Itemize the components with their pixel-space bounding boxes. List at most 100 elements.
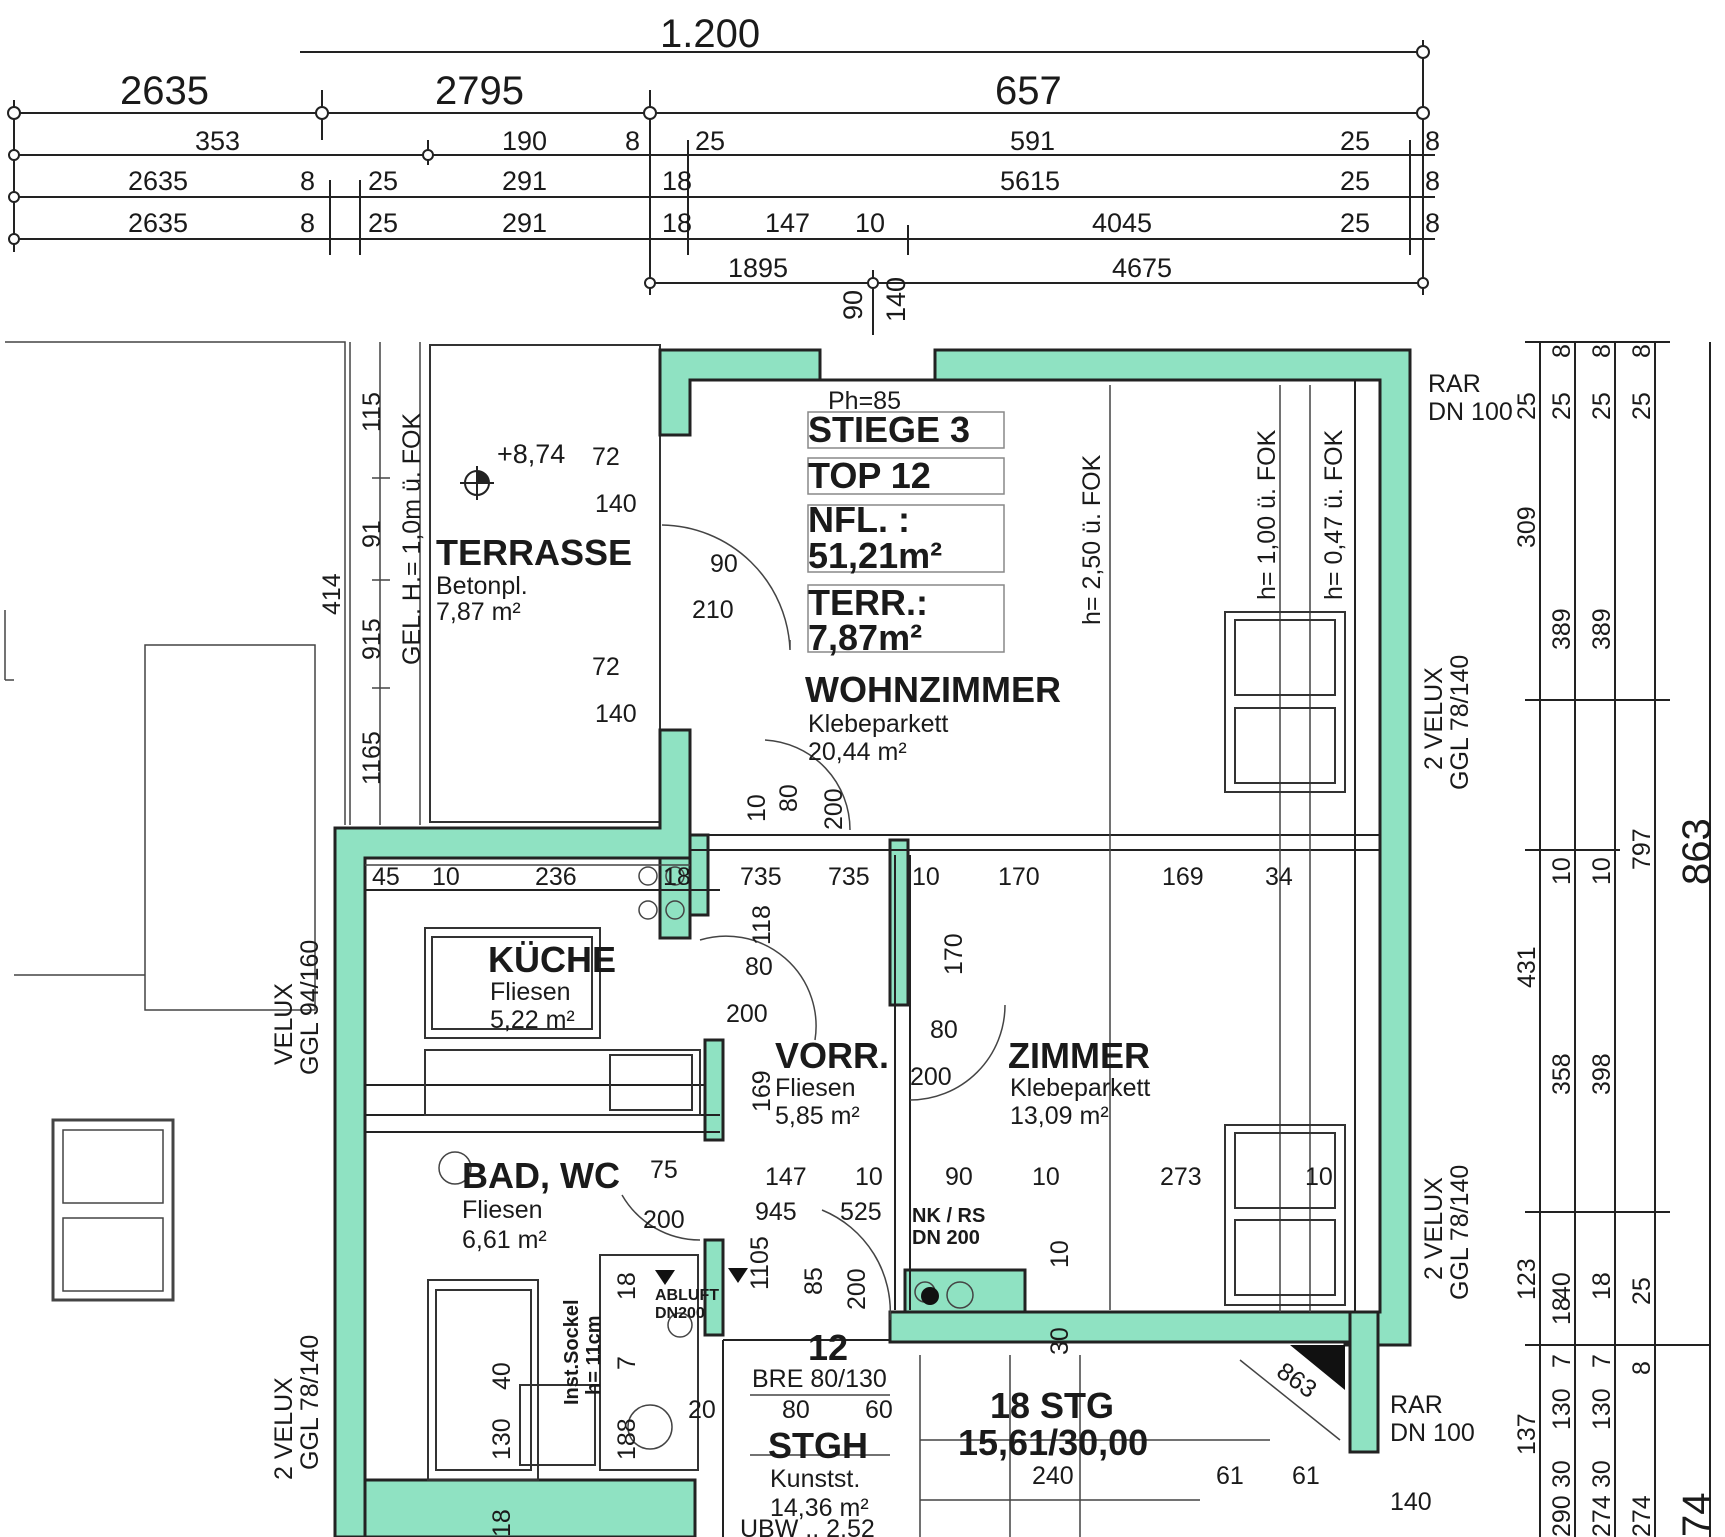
dim-low-10: 10 [855,1163,883,1191]
level-marker-icon [460,466,494,500]
dim-row3-f: 5615 [1000,166,1060,196]
bottom-partial: UBW .. 2,52 [740,1515,875,1537]
dim-terr-win1-h: 140 [595,490,637,518]
dim-row4-h: 4045 [1092,208,1152,238]
rdim-c4-274: 274 [1628,1495,1656,1537]
dim-bath-18: 18 [613,1272,641,1300]
dim-row4-g: 10 [855,208,885,238]
dim-vorr-169: 169 [748,1070,776,1112]
dim-low-90: 90 [945,1163,973,1191]
right-dimension-labels: 25 309 431 123 137 8 25 389 10 358 40 18… [1513,344,1719,1537]
dim-bath-20: 20 [688,1396,716,1424]
terr-label: TERR.: [808,582,928,623]
dim-mid-18: 18 [663,863,691,891]
rdim-c1-123: 123 [1513,1258,1541,1300]
dim-row2-c: 8 [625,126,640,156]
dim-row2-b: 190 [502,126,547,156]
velux-left-2: 2 VELUX [270,1377,298,1480]
rar-1-label: RAR [1428,370,1481,398]
dim-row3-d: 291 [502,166,547,196]
terr-value: 7,87m² [808,617,922,658]
rdim-total-863: 863 [1675,818,1719,885]
dim-stair-60: 60 [865,1396,893,1424]
rdim-c3-7: 7 [1588,1354,1616,1368]
velux-left-1: VELUX [270,983,298,1065]
dim-row1-a: 2635 [120,69,209,113]
room-floor-vorraum: Fliesen [775,1074,856,1102]
rdim-c3-274: 274 [1588,1495,1616,1537]
dim-row3-h: 8 [1425,166,1440,196]
nkrs-label: NK / RS [912,1205,985,1227]
rdim-c2-130: 130 [1548,1388,1576,1430]
dim-mid-10: 10 [432,863,460,891]
room-name-vorraum: VORR. [775,1035,889,1076]
dim-wz-10: 10 [743,794,771,822]
dim-stair-80: 80 [782,1396,810,1424]
nfl-label: NFL. : [808,499,910,540]
dim-right-140: 140 [1390,1488,1432,1516]
rdim-c3-398: 398 [1588,1053,1616,1095]
dim-mid-735a: 735 [740,863,782,891]
room-floor-terrasse: Betonpl. [436,572,528,600]
velux-left-2-type: GGL 78/140 [296,1335,324,1470]
dim-stair-1105: 1105 [746,1236,774,1290]
rdim-c4-8b: 8 [1628,1361,1656,1375]
dim-mid-170: 170 [998,863,1040,891]
dim-stair-30: 30 [1046,1327,1074,1355]
rdim-c2-389: 389 [1548,608,1576,650]
dim-bad-945: 945 [755,1198,797,1226]
dim-row4-e: 18 [662,208,692,238]
dim-bath-130: 130 [488,1418,516,1460]
rdim-c3-130: 130 [1588,1388,1616,1430]
dim-low-273: 273 [1160,1163,1202,1191]
room-name-kueche: KÜCHE [488,939,616,980]
terrace-level: +8,74 [497,439,565,469]
rdim-c2-25: 25 [1548,392,1576,420]
room-labels: TERRASSE Betonpl. 7,87 m² WOHNZIMMER Kle… [436,532,1150,1522]
nkrs-dn: DN 200 [912,1227,980,1249]
dim-mid-169: 169 [1162,863,1204,891]
dim-wz-200: 200 [820,788,848,830]
dim-terr-win1-w: 72 [592,443,620,471]
room-floor-stgh: Kunstst. [770,1465,860,1493]
rdim-c3-30: 30 [1588,1460,1616,1488]
room-floor-wohnzimmer: Klebeparkett [808,710,948,738]
dim-bad-200: 200 [643,1206,685,1234]
dim-row2-g: 8 [1425,126,1440,156]
rdim-c2-8: 8 [1548,344,1576,358]
dim-row4-i: 25 [1340,208,1370,238]
dim-row3-c: 25 [368,166,398,196]
rdim-c1-137: 137 [1513,1413,1541,1455]
height-100-note: h= 1,00 ü. FOK [1253,429,1281,600]
dim-low-75: 75 [650,1156,678,1184]
rdim-c1-309: 309 [1513,506,1541,548]
top-label: TOP 12 [808,455,931,496]
rdim-c1-25: 25 [1513,392,1541,420]
abluft-label: ABLUFT [655,1287,719,1304]
dim-terr-door-w: 90 [710,550,738,578]
dim-mid-236: 236 [535,863,577,891]
room-name-terrasse: TERRASSE [436,532,632,573]
dim-bad-525: 525 [840,1198,882,1226]
dim-stair-10: 10 [1046,1240,1074,1268]
room-name-wohnzimmer: WOHNZIMMER [805,669,1061,710]
dim-vorr-200: 200 [726,1000,768,1028]
dim-row2-e: 591 [1010,126,1055,156]
stair-dimension: 15,61/30,00 [958,1422,1148,1463]
dim-stair-240: 240 [1032,1462,1074,1490]
inner-dimensions: 115 91 915 1165 414 72 140 90 210 72 140… [318,392,1432,1537]
room-floor-bad: Fliesen [462,1196,543,1224]
dim-mid-34: 34 [1265,863,1293,891]
dim-row4-f: 147 [765,208,810,238]
neighbour-outline [4,341,346,1302]
rdim-c2-7: 7 [1548,1354,1576,1368]
dim-row2-a: 353 [195,126,240,156]
dim-row4-c: 25 [368,208,398,238]
top-dimension-chains: 1.200 2635 2795 657 353 190 8 25 591 25 … [7,12,1440,335]
dim-window-top-a: 90 [838,290,868,320]
room-area-kueche: 5,22 m² [490,1006,575,1034]
rdim-c2-30: 30 [1548,1460,1576,1488]
dim-mid-10b: 10 [912,863,940,891]
dim-mid-45: 45 [372,863,400,891]
